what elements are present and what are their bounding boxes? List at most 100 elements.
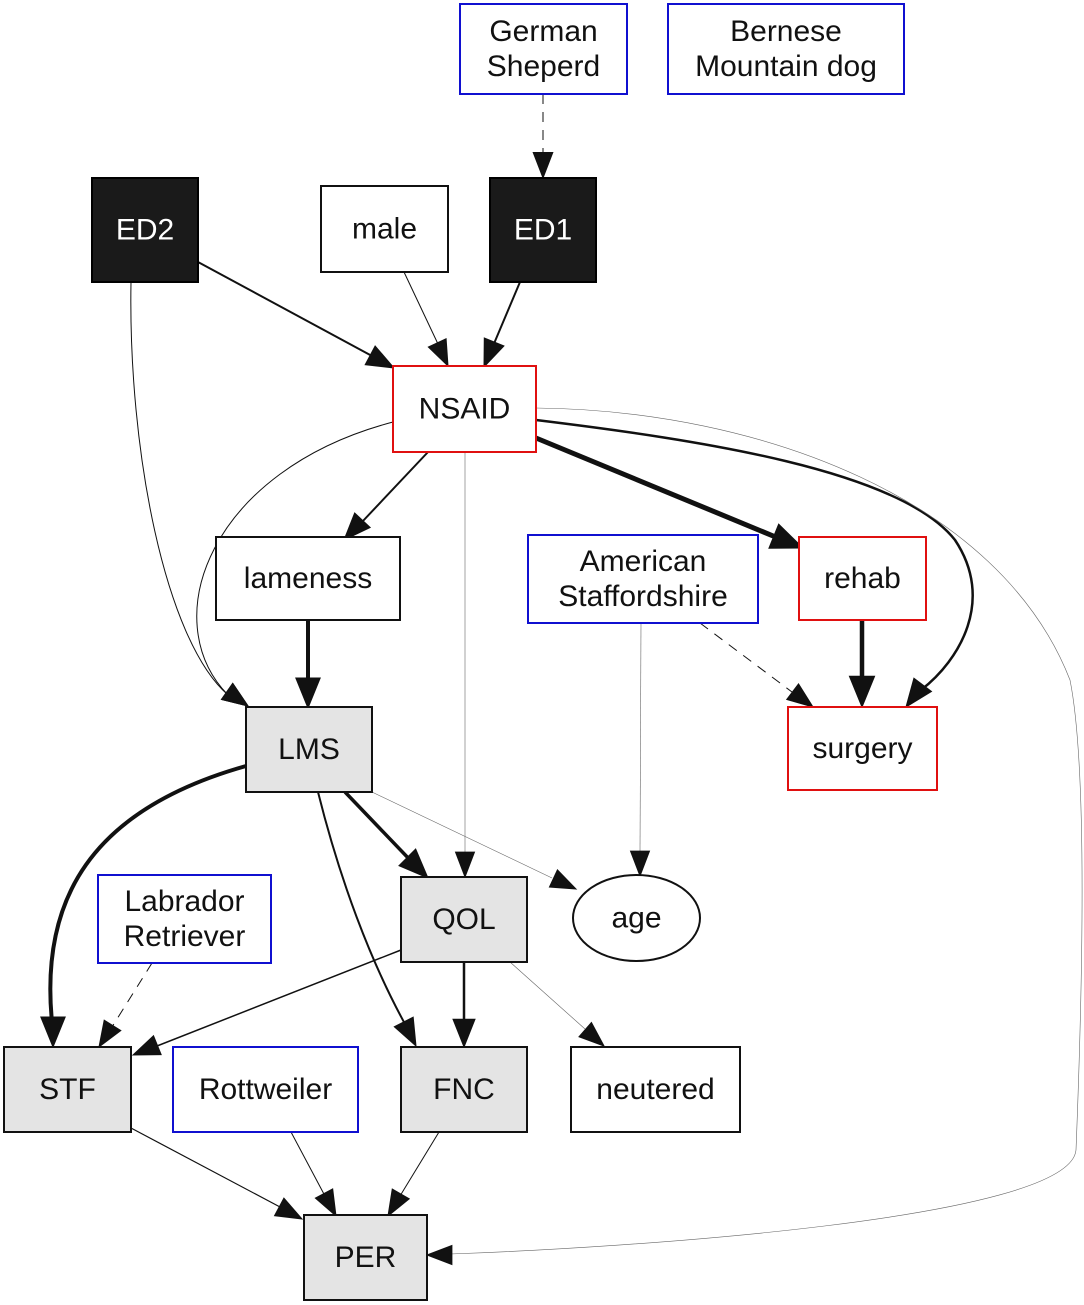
- edge-line: [371, 791, 553, 879]
- node-shape: [303, 1214, 428, 1301]
- edge-fnc-to-per: [387, 1131, 440, 1218]
- node-label: Sheperd: [487, 50, 600, 83]
- node-fnc: FNC: [400, 1046, 528, 1133]
- node-label: Staffordshire: [558, 580, 728, 613]
- node-stf: STF: [3, 1046, 132, 1133]
- node-label: STF: [39, 1073, 96, 1106]
- arrow-head: [343, 512, 372, 542]
- edge-nsaid-to-per: [425, 407, 1083, 1266]
- edge-line: [509, 961, 586, 1030]
- edge-labrador-to-stf: [98, 962, 153, 1049]
- arrow-head: [578, 1021, 606, 1047]
- node-surgery: surgery: [787, 706, 938, 791]
- edge-line: [399, 1131, 440, 1197]
- edge-lms-to-age: [371, 791, 578, 890]
- edge-line: [492, 281, 521, 347]
- edge-line: [111, 962, 153, 1028]
- node-shape: [798, 536, 927, 621]
- edge-male-to-nsaid: [403, 271, 449, 368]
- node-label: Bernese: [730, 15, 842, 48]
- edge-stf-to-per: [130, 1127, 304, 1220]
- arrow-head: [398, 848, 429, 879]
- edge-line: [699, 622, 793, 693]
- edge-american_staffordshire-to-surgery: [699, 622, 815, 708]
- edge-lms-to-fnc: [317, 791, 417, 1048]
- node-shape: [97, 874, 272, 964]
- edge-lms-to-qol: [343, 790, 429, 879]
- node-male: male: [320, 185, 449, 273]
- node-label: German: [489, 15, 597, 48]
- edge-ed2-to-nsaid: [197, 261, 396, 369]
- node-shape: [400, 876, 528, 963]
- node-neutered: neutered: [570, 1046, 741, 1133]
- edge-line: [535, 418, 974, 691]
- edge-nsaid-to-rehab: [535, 435, 805, 549]
- edge-nsaid-to-lms: [196, 421, 394, 707]
- arrow-head: [483, 337, 505, 369]
- edge-line: [156, 949, 402, 1047]
- node-label: ED1: [514, 214, 572, 247]
- arrow-head: [295, 677, 321, 710]
- edge-american_staffordshire-to-age: [629, 622, 651, 878]
- arrow-head: [387, 1188, 411, 1218]
- node-label: rehab: [824, 562, 901, 595]
- node-shape: [172, 1046, 359, 1133]
- node-shape: [320, 185, 449, 273]
- edge-lms-to-stf: [40, 764, 247, 1049]
- arrow-head: [314, 1188, 337, 1218]
- edge-nsaid-to-qol: [454, 452, 476, 879]
- arrow-head: [40, 1016, 66, 1049]
- node-label: Rottweiler: [199, 1073, 332, 1106]
- edge-line: [130, 281, 229, 696]
- edge-line: [535, 435, 779, 541]
- node-shape: [667, 3, 905, 95]
- arrow-head: [393, 1016, 417, 1048]
- node-lameness: lameness: [215, 536, 401, 621]
- node-label: ED2: [116, 214, 174, 247]
- node-label: Mountain dog: [695, 50, 877, 83]
- arrow-head: [452, 1018, 476, 1049]
- arrow-head: [220, 682, 250, 707]
- edge-line: [48, 764, 247, 1023]
- node-label: LMS: [278, 733, 340, 766]
- node-shape: [91, 177, 199, 283]
- node-shape: [459, 3, 628, 95]
- node-label: Retriever: [124, 920, 246, 953]
- edge-german_shepherd-to-ed1: [532, 94, 554, 180]
- node-shape: [215, 536, 401, 621]
- node-label: neutered: [596, 1073, 714, 1106]
- edges-layer: [40, 94, 1083, 1266]
- node-rottweiler: Rottweiler: [172, 1046, 359, 1133]
- node-shape: [400, 1046, 528, 1133]
- node-label: PER: [335, 1241, 397, 1274]
- edge-line: [403, 271, 439, 345]
- arrow-head: [905, 677, 933, 709]
- edge-lameness-to-lms: [295, 620, 321, 710]
- edge-rehab-to-surgery: [848, 620, 876, 709]
- node-ed2: ED2: [91, 177, 199, 283]
- node-label: surgery: [812, 732, 912, 765]
- edge-nsaid-to-lameness: [343, 451, 429, 542]
- arrow-head: [629, 850, 651, 878]
- node-qol: QOL: [400, 876, 528, 963]
- node-label: male: [352, 213, 417, 246]
- arrow-head: [98, 1019, 122, 1049]
- node-shape: [570, 1046, 741, 1133]
- node-label: age: [611, 902, 661, 935]
- node-label: NSAID: [419, 393, 511, 426]
- node-label: QOL: [432, 903, 495, 936]
- node-shape: [787, 706, 938, 791]
- arrow-head: [532, 152, 554, 180]
- node-lms: LMS: [245, 706, 373, 793]
- edge-line: [196, 421, 394, 696]
- edge-qol-to-neutered: [509, 961, 606, 1047]
- edge-nsaid-to-surgery: [535, 418, 974, 709]
- node-shape: [245, 706, 373, 793]
- edge-ed1-to-nsaid: [483, 281, 521, 369]
- node-age: age: [572, 874, 701, 962]
- arrow-head: [768, 523, 805, 549]
